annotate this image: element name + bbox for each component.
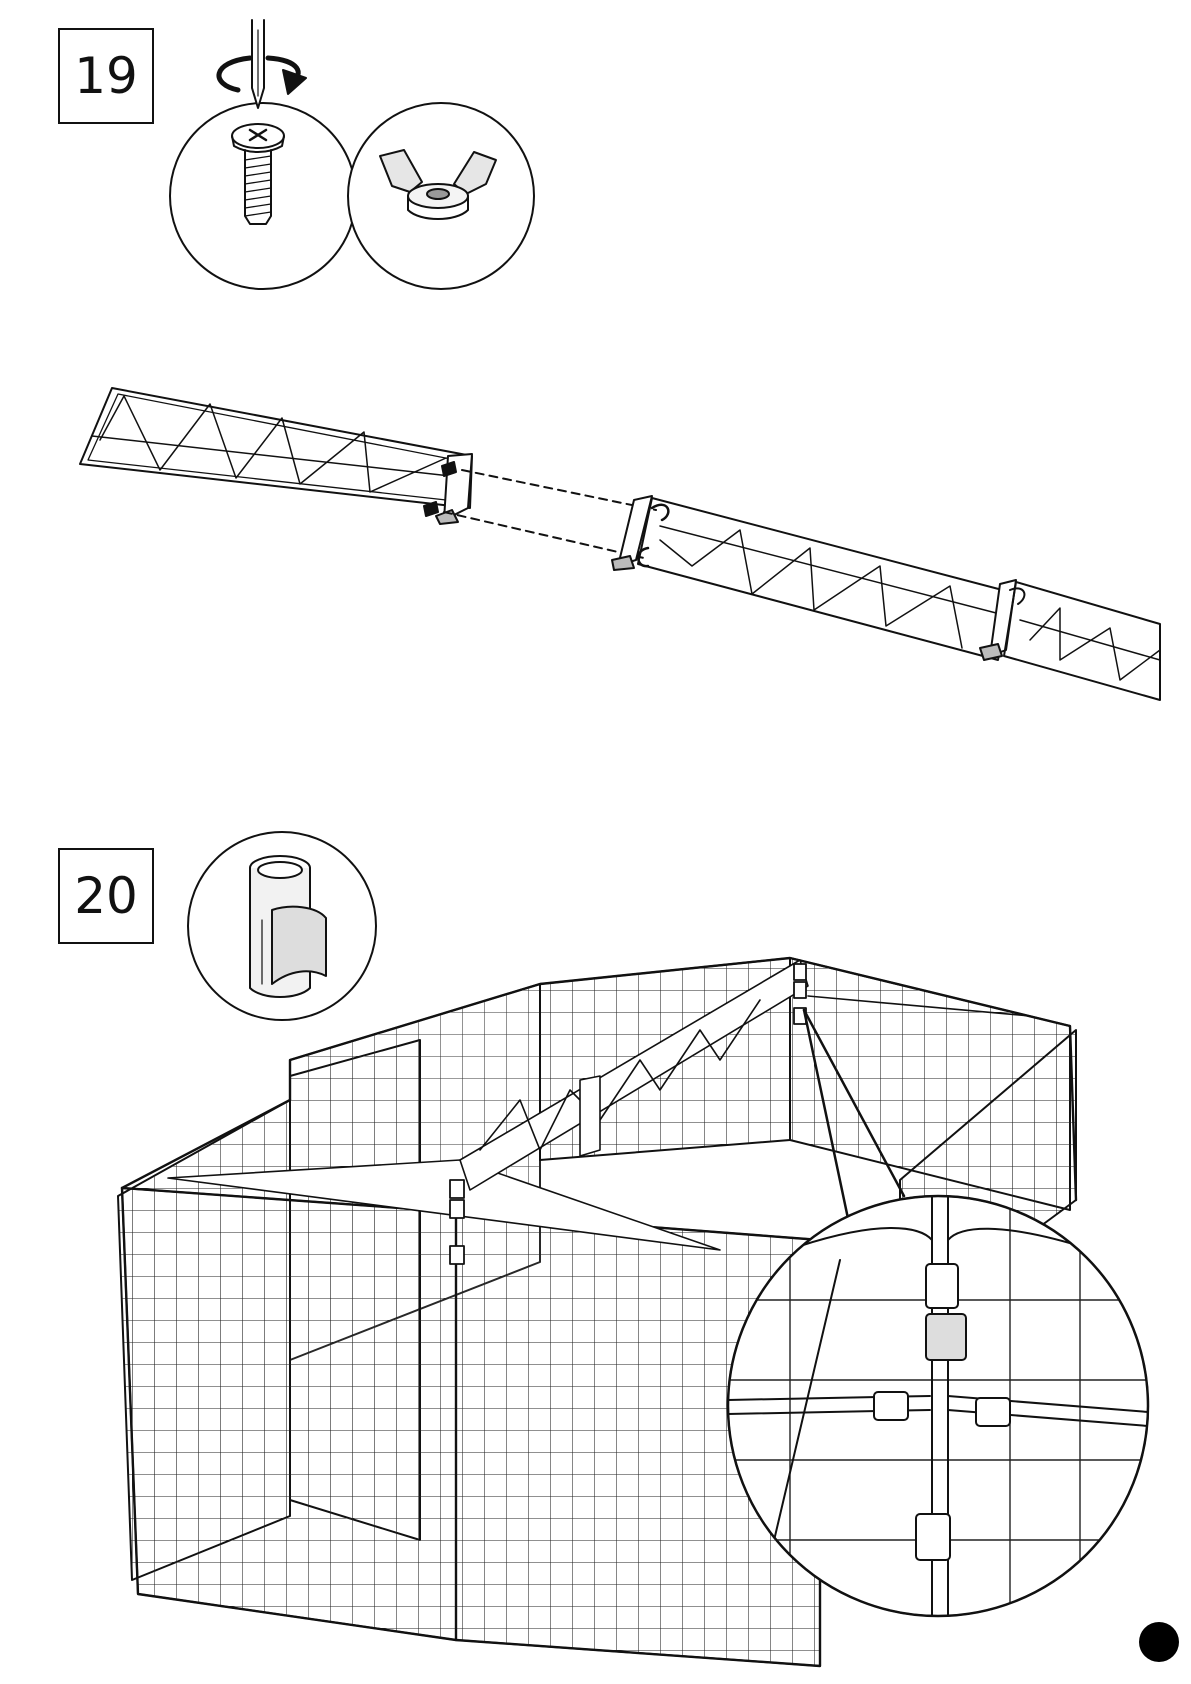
bracket-right: [980, 580, 1024, 660]
truss-right: [1004, 582, 1160, 700]
truss-middle: [638, 498, 1010, 660]
truss-left: [80, 388, 472, 508]
clip-icon: [250, 856, 326, 997]
screw-icon: [232, 124, 284, 224]
page-marker-dot: [1139, 1622, 1179, 1662]
clip-connector-detail: [728, 1196, 1148, 1616]
bracket-middle: [612, 496, 668, 570]
screwdriver-icon: [252, 20, 264, 108]
